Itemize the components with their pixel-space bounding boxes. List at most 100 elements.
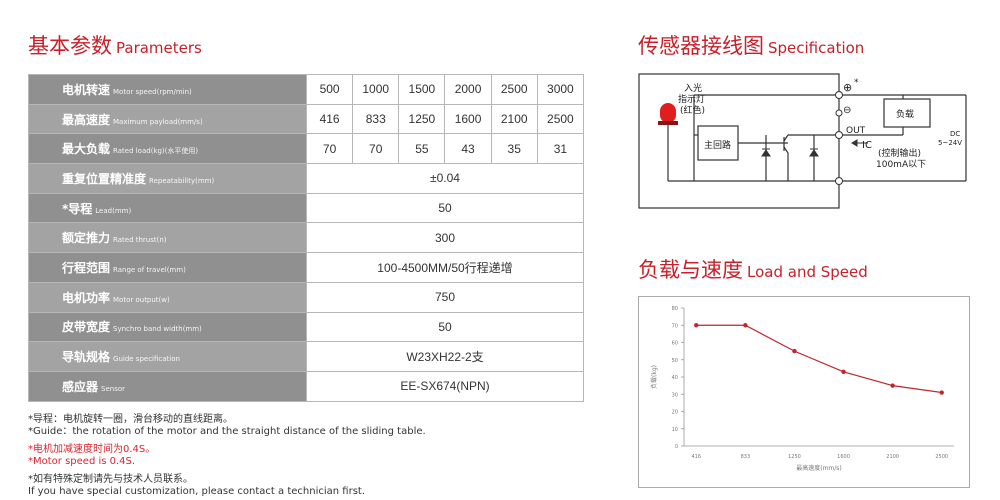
params-label-zh: 额定推力: [62, 231, 111, 246]
note-lead-en: *Guide：the rotation of the motor and the…: [28, 426, 426, 437]
y-tick-label: 80: [672, 306, 678, 312]
out-label: OUT: [846, 126, 866, 136]
params-label-en: Guide specification: [113, 355, 180, 364]
x-tick-label: 2500: [935, 454, 948, 460]
note-lead-zh: *导程：电机旋转一圈，滑台移动的直线距离。: [28, 414, 233, 425]
params-value: 750: [306, 281, 584, 313]
note-custom-en: If you have special customization, pleas…: [28, 486, 366, 497]
star-label: *: [854, 78, 859, 88]
params-value: 43: [444, 133, 492, 165]
y-tick-label: 70: [672, 323, 678, 329]
params-label-en: Motor output(w): [113, 295, 170, 304]
params-label-en: Lead(mm): [95, 206, 132, 215]
params-label-zh: *导程: [62, 201, 93, 216]
params-label-en: Sensor: [101, 384, 126, 393]
params-label-en: Motor speed(rpm/min): [113, 87, 192, 96]
transistor-collector: [783, 134, 789, 142]
params-value: 2000: [444, 74, 492, 105]
voltage-label: 5~24V: [938, 139, 962, 147]
params-value: 55: [398, 133, 446, 165]
params-label-zh: 电机功率: [62, 290, 111, 305]
minus-terminal-label: ⊖: [843, 105, 851, 116]
wiring-title-zh: 传感器接线图: [638, 34, 764, 58]
load-speed-title-en: Load and Speed: [747, 263, 868, 281]
transistor-emitter: [783, 146, 789, 154]
params-value: 833: [352, 103, 400, 135]
params-value: 2500: [490, 74, 538, 105]
zener-diode-1: [761, 149, 771, 157]
y-tick-label: 0: [675, 444, 678, 450]
terminal-minus: [835, 177, 843, 185]
params-title-zh: 基本参数: [28, 34, 112, 58]
indicator-label-3: (红色): [680, 104, 705, 116]
data-point: [939, 390, 944, 395]
note-accel-en: *Motor speed is 0.4S.: [28, 456, 136, 467]
params-label-zh: 电机转速: [62, 82, 111, 97]
load-label: 负载: [896, 108, 914, 120]
indicator-label-2: 指示灯: [678, 93, 705, 105]
params-label-en: Range of travel(mm): [113, 265, 186, 274]
node-top-right: [835, 109, 843, 117]
terminal-plus: [835, 91, 843, 99]
sensor-wiring-diagram: 入光 指示灯 (红色) 主回路 负载 OUT IC (控制输出) 100mA以下…: [638, 73, 967, 209]
y-axis-label: 负载(kg): [650, 365, 658, 389]
sensor-housing-box: [638, 73, 840, 209]
control-output-label: (控制输出): [878, 147, 921, 159]
params-value: 50: [306, 192, 584, 224]
data-point: [890, 383, 895, 388]
load-box: [883, 98, 931, 128]
params-value: 3000: [536, 74, 585, 105]
params-label-zh: 导轨规格: [62, 350, 111, 365]
params-label-zh: 行程范围: [62, 260, 111, 275]
params-value: 1000: [352, 74, 400, 105]
current-limit-label: 100mA以下: [876, 160, 926, 170]
zener-diode-2: [809, 149, 819, 157]
y-tick-label: 10: [672, 427, 678, 433]
params-value: 70: [352, 133, 400, 165]
plus-terminal-label: ⊕: [843, 81, 852, 94]
y-tick-label: 30: [672, 392, 678, 398]
y-tick-label: 40: [672, 375, 678, 381]
indicator-led-icon: [658, 103, 694, 182]
params-label-en: Rated load(kg)(水平使用): [113, 147, 199, 156]
ic-label: IC: [862, 140, 872, 151]
x-tick-label: 1600: [837, 454, 850, 460]
data-point: [841, 369, 846, 375]
params-value: 1250: [398, 103, 446, 135]
load-speed-title-zh: 负载与速度: [638, 258, 743, 282]
data-point: [743, 323, 748, 328]
params-value: 35: [490, 133, 538, 165]
params-label-en: Maximum payload(mm/s): [113, 117, 203, 126]
indicator-label-1: 入光: [684, 82, 702, 94]
params-label-zh: 最大负载: [62, 142, 111, 157]
params-value: 31: [536, 133, 585, 165]
y-tick-label: 50: [672, 358, 678, 364]
params-value: 1500: [398, 74, 446, 105]
params-value: 2500: [536, 103, 585, 135]
params-label-en: Repeatability(mm): [149, 176, 215, 185]
params-value: 300: [306, 222, 584, 254]
params-label-zh: 最高速度: [62, 112, 111, 127]
main-circuit-label: 主回路: [704, 139, 731, 151]
params-title-en: Parameters: [116, 39, 202, 57]
data-point: [694, 323, 699, 328]
